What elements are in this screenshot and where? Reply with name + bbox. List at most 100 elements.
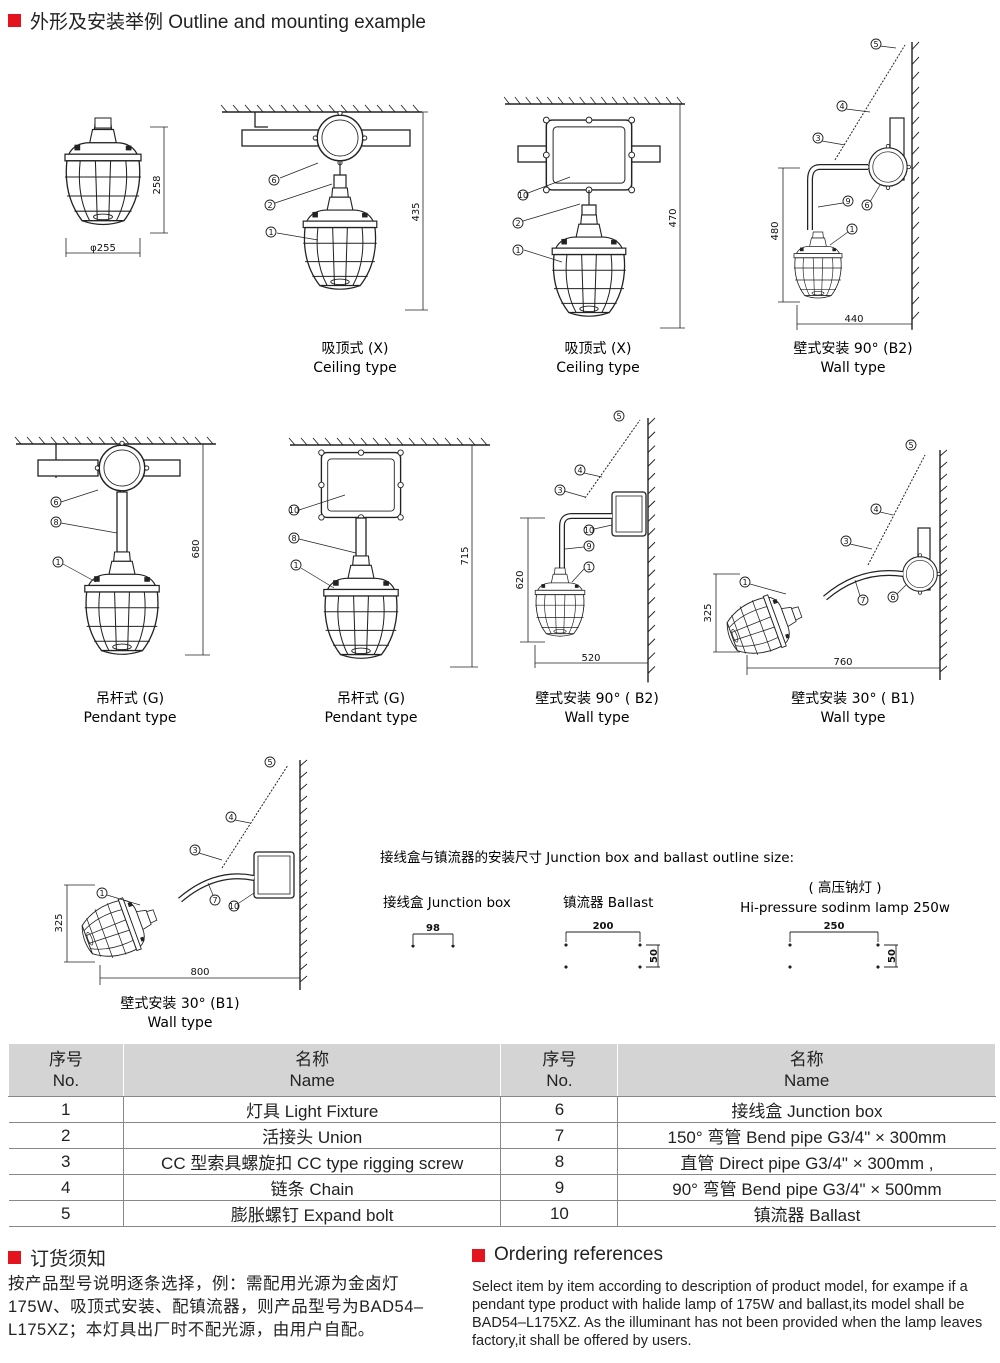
cell-name: 90° 弯管 Bend pipe G3/4" × 500mm xyxy=(617,1174,996,1201)
caption-wall-b2-top-cn: 壁式安装 90° (B2) xyxy=(793,341,912,357)
svg-text:1: 1 xyxy=(849,225,854,234)
caption-ceiling2-en: Ceiling type xyxy=(556,360,640,376)
svg-text:10: 10 xyxy=(289,506,299,515)
figure-wall-b2-mid: 620 520 5 4 3 10 9 1 xyxy=(515,410,656,684)
dim-760: 760 xyxy=(833,657,852,668)
dim-520: 520 xyxy=(581,653,600,664)
outline-drawings: 258 φ255 435 6 2 1 吸顶式 (X) Ceiling type … xyxy=(14,38,950,1031)
junction-title: 接线盒与镇流器的安装尺寸 Junction box and ballast ou… xyxy=(380,849,794,866)
table-row: 1 灯具 Light Fixture 6 接线盒 Junction box xyxy=(8,1096,996,1123)
caption-ceiling2-cn: 吸顶式 (X) xyxy=(565,341,632,357)
svg-text:1: 1 xyxy=(55,558,60,567)
cell-no: 1 xyxy=(8,1096,124,1123)
figure-wall-b2-top: 480 440 5 4 3 9 6 1 xyxy=(770,38,920,331)
table-row: 4 链条 Chain 9 90° 弯管 Bend pipe G3/4" × 50… xyxy=(8,1174,996,1201)
ballast-label: 镇流器 Ballast xyxy=(563,895,653,911)
cell-no: 4 xyxy=(8,1174,124,1201)
dim-258: 258 xyxy=(152,175,163,194)
cell-name: CC 型索具螺旋扣 CC type rigging screw xyxy=(122,1148,501,1175)
svg-text:7: 7 xyxy=(860,596,865,605)
junction-ballast-outlines: 接线盒与镇流器的安装尺寸 Junction box and ballast ou… xyxy=(380,849,950,969)
figure-wall-b1-bot: 325 800 5 4 3 1 7 10 xyxy=(54,756,308,991)
ordering-cn-header: 订货须知 xyxy=(8,1244,106,1271)
svg-text:3: 3 xyxy=(843,537,848,546)
dim-440: 440 xyxy=(844,314,863,325)
caption-pendant1-cn: 吊杆式 (G) xyxy=(96,691,164,707)
figure-pendant-ballast: 715 10 8 1 xyxy=(288,437,491,668)
section-marker-icon xyxy=(8,14,21,27)
cell-no: 6 xyxy=(500,1096,618,1123)
svg-text:3: 3 xyxy=(192,846,197,855)
svg-text:6: 6 xyxy=(271,176,276,185)
caption-wall-b1-bot-cn: 壁式安装 30° (B1) xyxy=(120,996,239,1012)
section-title: 外形及安装举例 Outline and mounting example xyxy=(30,12,426,33)
dim-hps-50: 50 xyxy=(887,949,898,963)
svg-text:1: 1 xyxy=(586,563,591,572)
caption-ceiling1-en: Ceiling type xyxy=(313,360,397,376)
table-row: 5 膨胀螺钉 Expand bolt 10 镇流器 Ballast xyxy=(8,1200,996,1227)
caption-pendant1-en: Pendant type xyxy=(84,710,177,726)
svg-text:6: 6 xyxy=(890,593,895,602)
dim-480: 480 xyxy=(770,221,781,240)
table-row: 3 CC 型索具螺旋扣 CC type rigging screw 8 直管 D… xyxy=(8,1148,996,1175)
svg-text:9: 9 xyxy=(586,542,591,551)
dim-470: 470 xyxy=(668,208,679,227)
ordering-cn-text: 按产品型号说明逐条选择，例：需配用光源为金卤灯 175W、吸顶式安装、配镇流器，… xyxy=(8,1275,424,1339)
svg-text:7: 7 xyxy=(212,896,217,905)
ordering-en-header: Ordering references xyxy=(472,1244,663,1266)
svg-text:1: 1 xyxy=(742,578,747,587)
svg-text:4: 4 xyxy=(873,505,878,514)
caption-wall-b2-top-en: Wall type xyxy=(820,360,885,376)
svg-text:4: 4 xyxy=(577,466,582,475)
svg-text:5: 5 xyxy=(873,40,878,49)
svg-text:10: 10 xyxy=(584,526,594,535)
figure-pendant-round: 680 6 8 1 xyxy=(14,436,217,656)
svg-text:1: 1 xyxy=(99,889,104,898)
cell-no: 7 xyxy=(500,1122,618,1149)
svg-text:1: 1 xyxy=(268,228,273,237)
dim-620: 620 xyxy=(515,570,526,589)
svg-text:1: 1 xyxy=(293,561,298,570)
dim-435: 435 xyxy=(411,202,422,221)
junction-box-label: 接线盒 Junction box xyxy=(383,894,511,911)
dim-ballast-200: 200 xyxy=(593,921,614,932)
caption-ceiling1-cn: 吸顶式 (X) xyxy=(322,341,389,357)
svg-text:4: 4 xyxy=(839,102,844,111)
svg-text:2: 2 xyxy=(267,201,272,210)
cell-name: 接线盒 Junction box xyxy=(617,1096,996,1123)
caption-wall-b2-mid-cn: 壁式安装 90° ( B2) xyxy=(535,691,659,707)
svg-text:6: 6 xyxy=(864,201,869,210)
cell-name: 直管 Direct pipe G3/4" × 300mm , xyxy=(617,1148,996,1175)
svg-text:2: 2 xyxy=(515,219,520,228)
cell-name: 膨胀螺钉 Expand bolt xyxy=(122,1200,501,1227)
figure-lamp-only: 258 φ255 xyxy=(64,117,168,257)
cell-no: 2 xyxy=(8,1122,124,1149)
dim-phi255: φ255 xyxy=(90,243,116,254)
dim-ballast-50: 50 xyxy=(649,949,660,963)
svg-text:5: 5 xyxy=(267,758,272,767)
caption-pendant2-en: Pendant type xyxy=(325,710,418,726)
svg-text:8: 8 xyxy=(291,534,296,543)
cell-name: 镇流器 Ballast xyxy=(617,1200,996,1227)
cell-name: 链条 Chain xyxy=(122,1174,501,1201)
section-header: 外形及安装举例 Outline and mounting example xyxy=(8,7,426,34)
figure-ceiling-ballast: 470 10 2 1 xyxy=(503,96,686,329)
figure-ceiling-round: 435 6 2 1 xyxy=(220,104,428,311)
cell-no: 8 xyxy=(500,1148,618,1175)
cell-name: 150° 弯管 Bend pipe G3/4" × 300mm xyxy=(617,1122,996,1149)
cell-no: 9 xyxy=(500,1174,618,1201)
caption-wall-b1-mid-en: Wall type xyxy=(820,710,885,726)
dim-680: 680 xyxy=(191,539,202,558)
dim-325b: 325 xyxy=(54,913,65,932)
caption-wall-b2-mid-en: Wall type xyxy=(564,710,629,726)
ordering-en-text: Select item by item according to descrip… xyxy=(472,1279,983,1349)
caption-pendant2-cn: 吊杆式 (G) xyxy=(337,691,405,707)
cell-no: 10 xyxy=(500,1200,618,1227)
svg-text:8: 8 xyxy=(53,518,58,527)
